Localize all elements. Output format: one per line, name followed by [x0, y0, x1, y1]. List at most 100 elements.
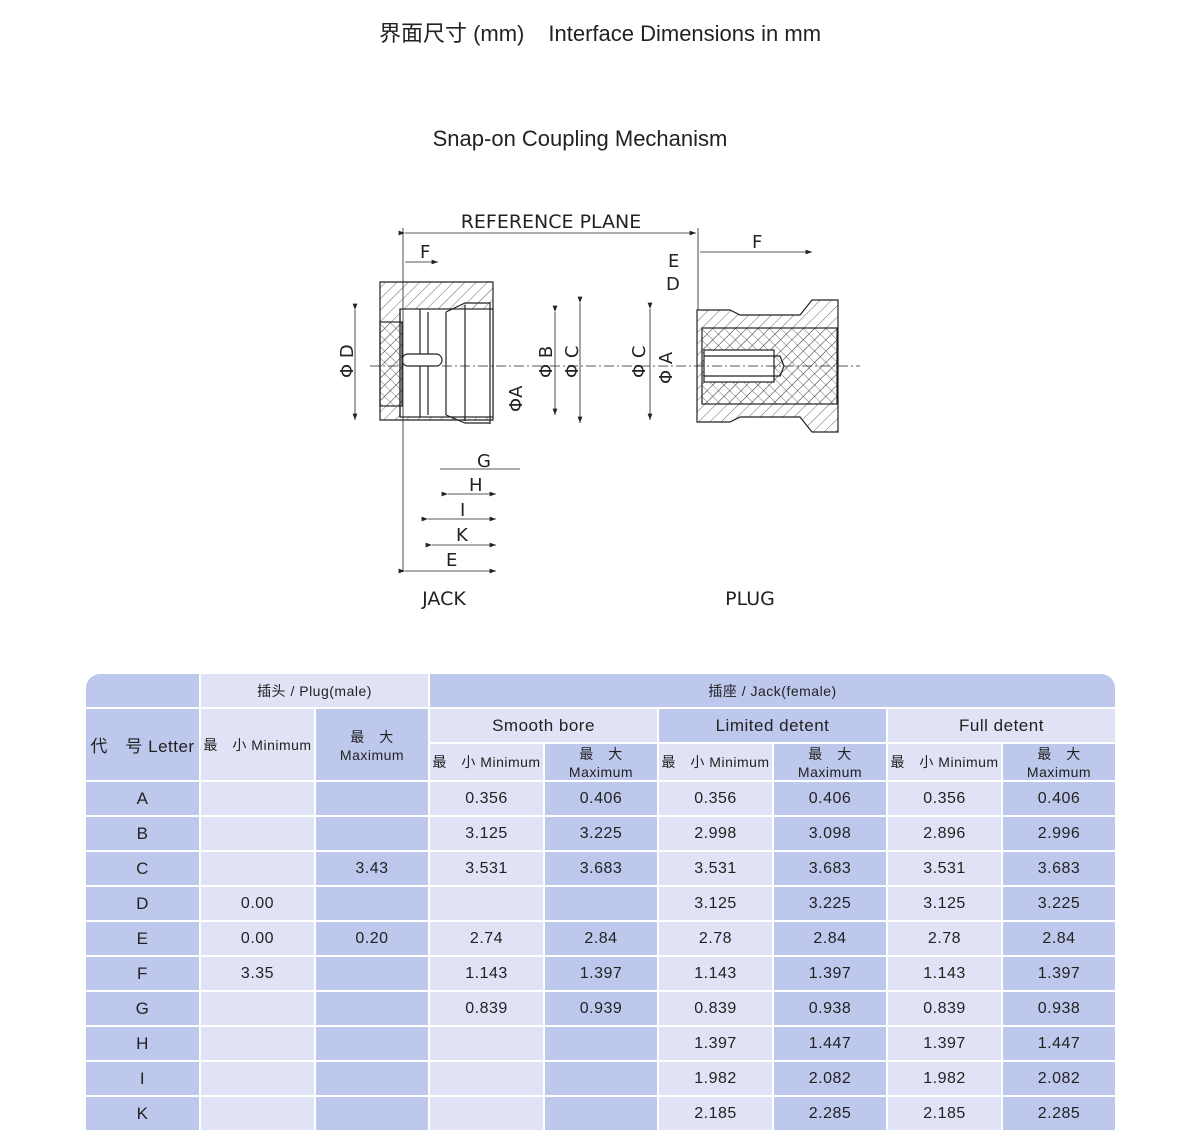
- max-header: 最 大 Maximum: [1003, 744, 1115, 780]
- reference-plane-label: REFERENCE PLANE: [461, 211, 642, 233]
- plug-dim-a: Φ A: [656, 351, 677, 384]
- value-cell: 2.998: [659, 817, 772, 850]
- value-cell: [201, 1027, 314, 1060]
- value-cell: 0.00: [201, 922, 314, 955]
- value-cell: 2.74: [430, 922, 543, 955]
- jack-dim-e: E: [446, 550, 457, 571]
- value-cell: [430, 1027, 543, 1060]
- value-cell: 2.082: [1003, 1062, 1115, 1095]
- value-cell: 2.185: [888, 1097, 1001, 1130]
- letter-header: 代 号 Letter: [86, 709, 199, 780]
- jack-dim-f: F: [420, 242, 430, 263]
- value-cell: 1.143: [430, 957, 543, 990]
- value-cell: [316, 782, 428, 815]
- value-cell: 1.143: [659, 957, 772, 990]
- value-cell: [316, 1062, 428, 1095]
- min-header: 最 小 Minimum: [888, 744, 1001, 780]
- value-cell: 1.447: [774, 1027, 886, 1060]
- header-row-subgroups: 代 号 Letter 最 小 Minimum 最 大 Maximum Smoot…: [86, 709, 1115, 780]
- value-cell: 3.43: [316, 852, 428, 885]
- value-cell: [430, 887, 543, 920]
- letter-cell: E: [86, 922, 199, 955]
- value-cell: 2.285: [1003, 1097, 1115, 1130]
- corner-cell: [86, 674, 199, 707]
- value-cell: 0.00: [201, 887, 314, 920]
- value-cell: 1.982: [888, 1062, 1001, 1095]
- plug-dim-c: Φ C: [629, 346, 650, 378]
- subtitle: Snap-on Coupling Mechanism: [432, 126, 728, 151]
- value-cell: 2.896: [888, 817, 1001, 850]
- value-cell: [316, 1027, 428, 1060]
- value-cell: 1.447: [1003, 1027, 1115, 1060]
- value-cell: 1.397: [774, 957, 886, 990]
- jack-label: JACK: [421, 588, 466, 610]
- value-cell: 0.406: [545, 782, 657, 815]
- jack-dim-a: ΦA: [506, 385, 527, 412]
- value-cell: [545, 887, 657, 920]
- letter-cell: F: [86, 957, 199, 990]
- plug-max-header: 最 大 Maximum: [316, 709, 428, 780]
- value-cell: [316, 1097, 428, 1130]
- jack-body: [379, 281, 494, 424]
- plug-dim-f: F: [752, 232, 762, 253]
- letter-cell: H: [86, 1027, 199, 1060]
- value-cell: 0.356: [430, 782, 543, 815]
- letter-cell: A: [86, 782, 199, 815]
- value-cell: 0.356: [888, 782, 1001, 815]
- value-cell: 0.406: [774, 782, 886, 815]
- value-cell: 0.356: [659, 782, 772, 815]
- value-cell: [201, 782, 314, 815]
- value-cell: 2.84: [774, 922, 886, 955]
- value-cell: [316, 817, 428, 850]
- value-cell: [545, 1097, 657, 1130]
- jack-dim-b: Φ B: [536, 346, 557, 378]
- limited-detent-header: Limited detent: [659, 709, 886, 742]
- jack-dim-d: Φ D: [337, 344, 358, 378]
- min-header: 最 小 Minimum: [430, 744, 543, 780]
- plug-label: PLUG: [725, 588, 775, 610]
- header-row-minmax: 最 小 Minimum 最 大 Maximum 最 小 Minimum 最 大 …: [86, 744, 1115, 780]
- value-cell: 1.143: [888, 957, 1001, 990]
- max-header: 最 大 Maximum: [774, 744, 886, 780]
- value-cell: 2.78: [888, 922, 1001, 955]
- value-cell: 3.531: [888, 852, 1001, 885]
- plug-group-header: 插头 / Plug(male): [201, 674, 428, 707]
- value-cell: 3.683: [1003, 852, 1115, 885]
- value-cell: [201, 992, 314, 1025]
- page-title: 界面尺寸 (mm)Interface Dimensions in mm: [0, 16, 1200, 48]
- value-cell: 3.225: [774, 887, 886, 920]
- letter-cell: K: [86, 1097, 199, 1130]
- value-cell: 0.839: [659, 992, 772, 1025]
- interface-drawing: REFERENCE PLANE F F E D Φ D ΦA Φ B Φ C Φ…: [337, 211, 860, 610]
- max-header: 最 大 Maximum: [545, 744, 657, 780]
- value-cell: 2.996: [1003, 817, 1115, 850]
- value-cell: 3.225: [545, 817, 657, 850]
- jack-dim-h: H: [469, 475, 483, 496]
- value-cell: 3.531: [659, 852, 772, 885]
- value-cell: [545, 1027, 657, 1060]
- dimension-lines: [352, 228, 860, 574]
- value-cell: 1.982: [659, 1062, 772, 1095]
- letter-cell: I: [86, 1062, 199, 1095]
- value-cell: 3.125: [659, 887, 772, 920]
- value-cell: 2.78: [659, 922, 772, 955]
- value-cell: 2.84: [545, 922, 657, 955]
- value-cell: 3.125: [888, 887, 1001, 920]
- full-detent-header: Full detent: [888, 709, 1115, 742]
- value-cell: [201, 1062, 314, 1095]
- value-cell: 3.683: [774, 852, 886, 885]
- title-en: Interface Dimensions in mm: [548, 21, 822, 46]
- value-cell: [545, 1062, 657, 1095]
- value-cell: [201, 852, 314, 885]
- value-cell: 0.938: [1003, 992, 1115, 1025]
- letter-cell: G: [86, 992, 199, 1025]
- value-cell: 2.185: [659, 1097, 772, 1130]
- value-cell: 1.397: [545, 957, 657, 990]
- value-cell: [430, 1097, 543, 1130]
- value-cell: 0.839: [430, 992, 543, 1025]
